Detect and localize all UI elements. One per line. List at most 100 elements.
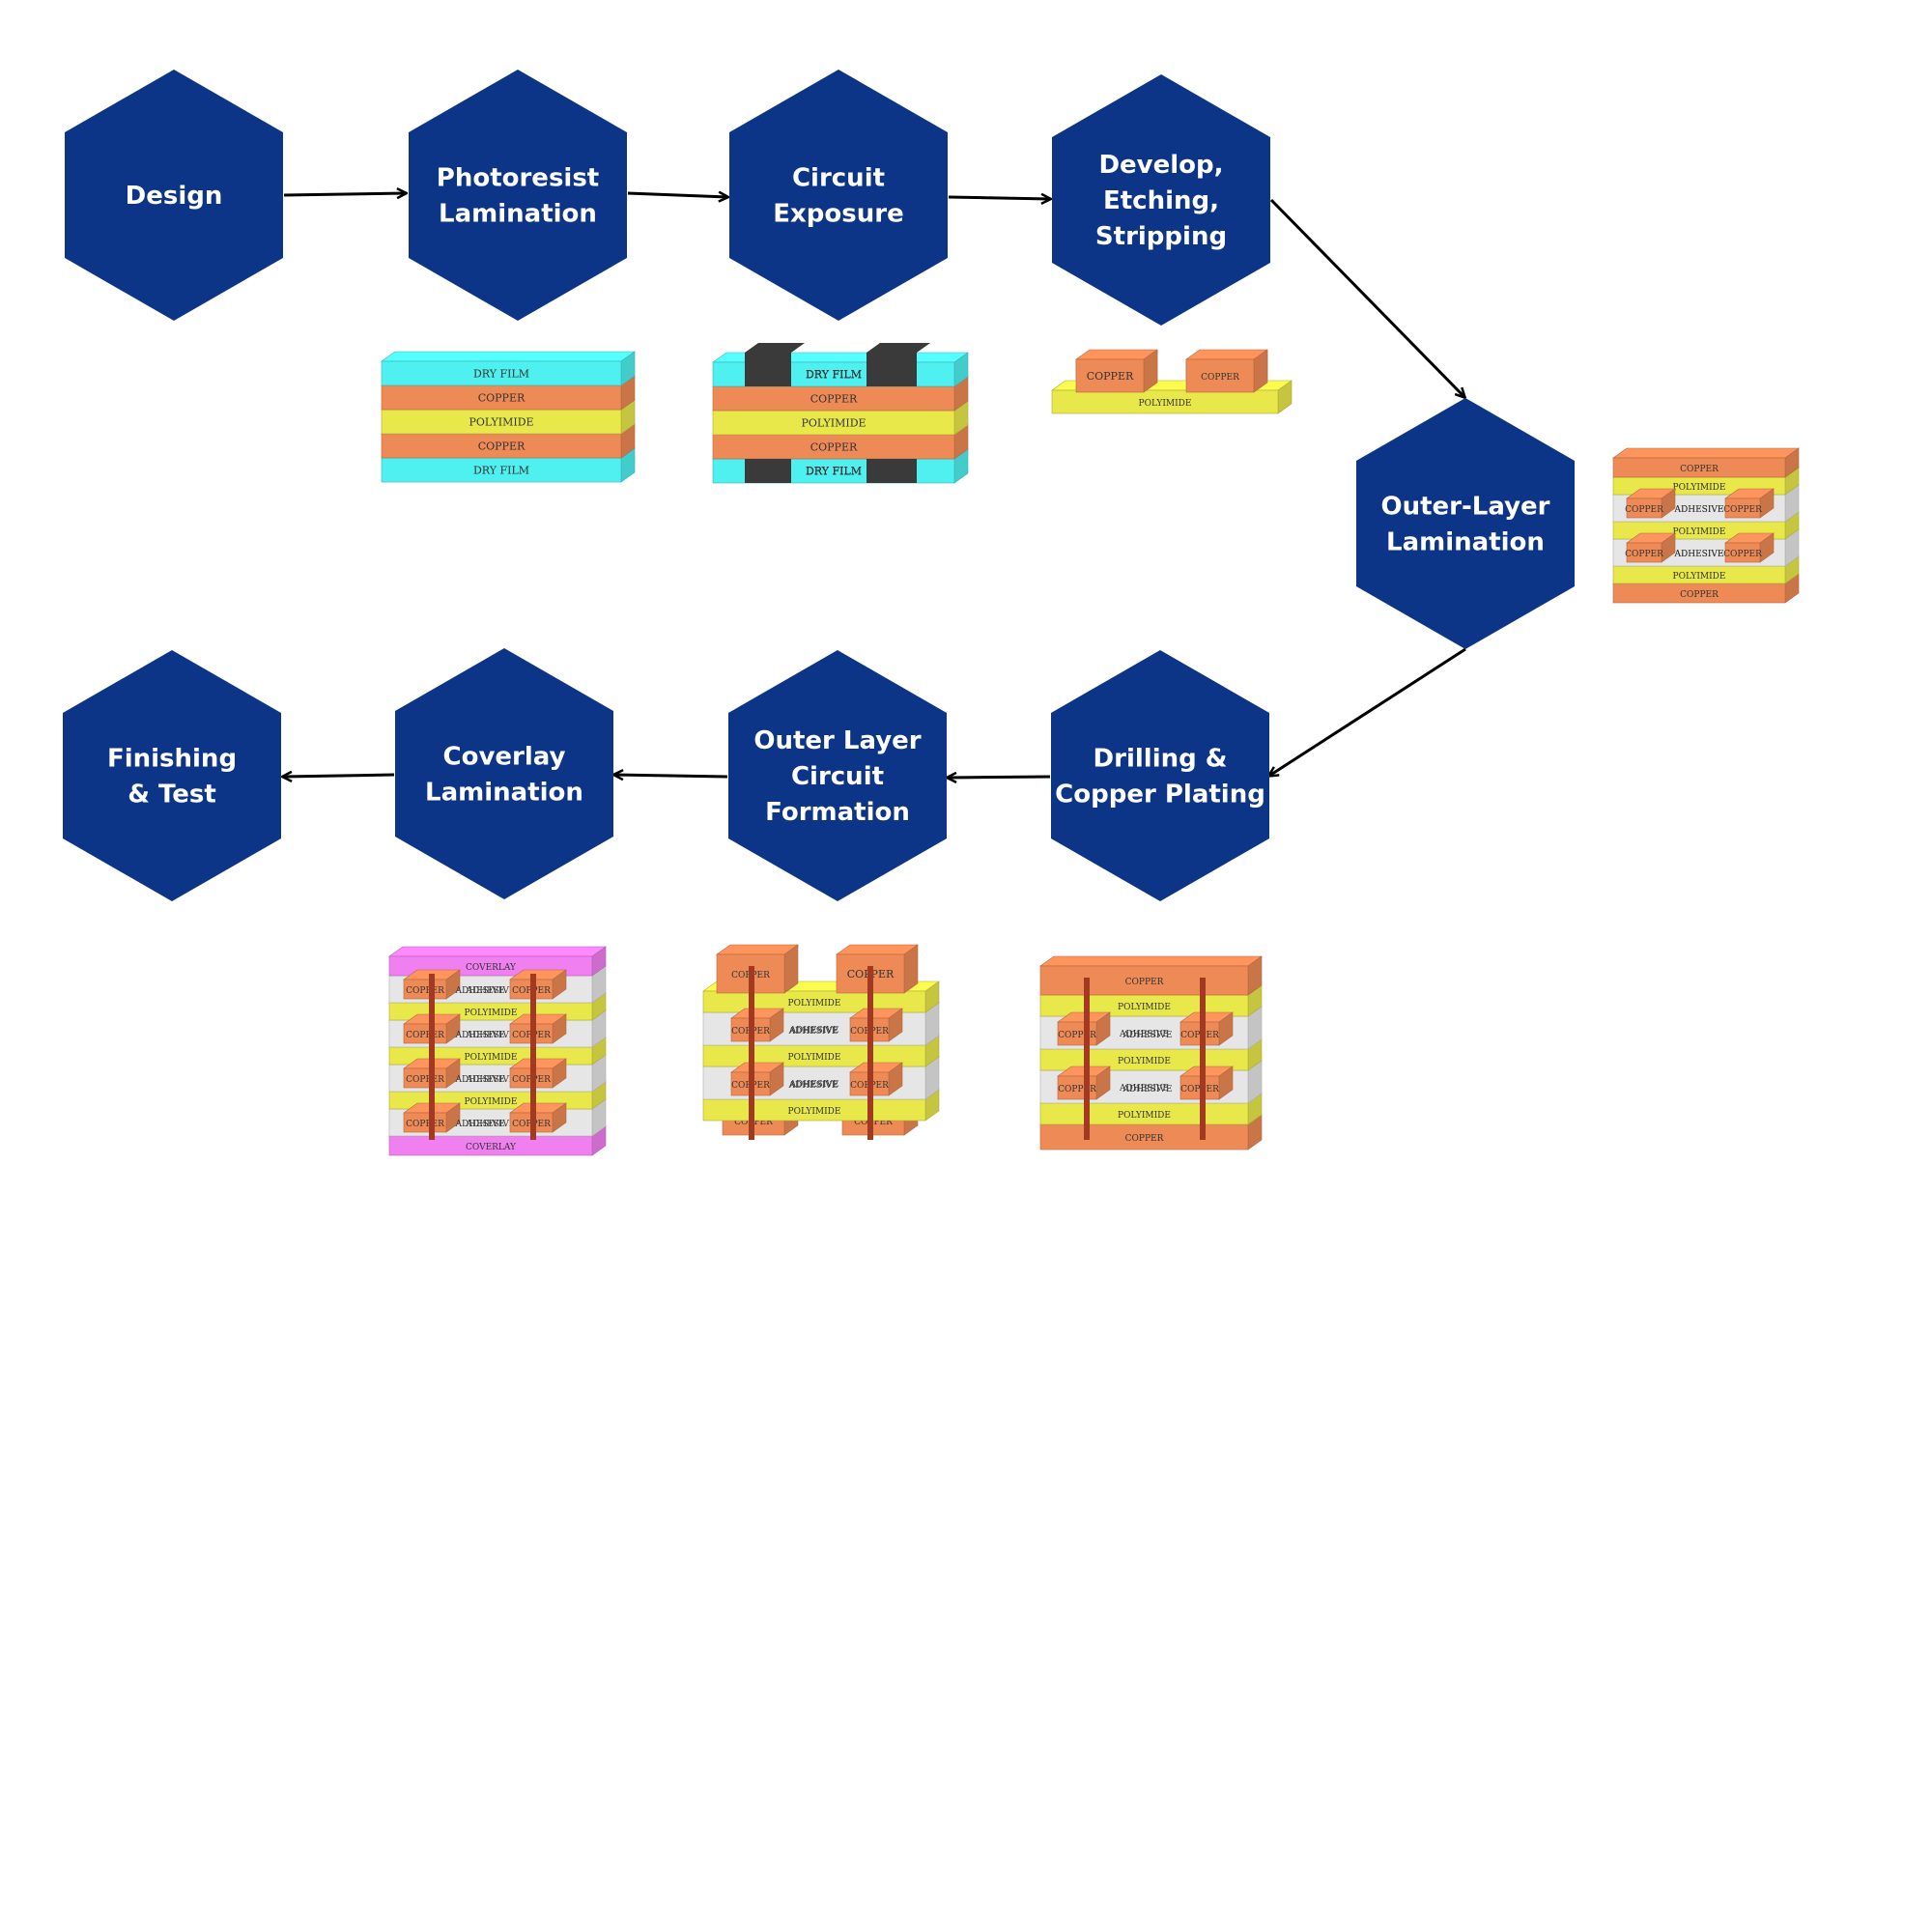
layer-top-face xyxy=(381,351,636,362)
layer-label: POLYIMIDE xyxy=(1673,483,1726,493)
layer-label: COPPER xyxy=(406,1031,444,1040)
layer-label: COPPER xyxy=(854,1118,893,1127)
step-label: Circuit xyxy=(791,762,884,791)
copper-trace: COPPER xyxy=(509,1058,567,1089)
plated-via xyxy=(429,974,435,1140)
copper-trace: COPPER xyxy=(1075,349,1158,393)
layer-label: COPPER xyxy=(1625,505,1663,515)
layer-front-face xyxy=(1039,1123,1249,1151)
flow-arrow xyxy=(1269,198,1464,397)
flow-arrow xyxy=(1269,647,1466,776)
layer-front-face xyxy=(381,360,622,386)
layer-label: ADHESIVE xyxy=(455,1120,505,1129)
layer-label: COPPER xyxy=(1625,550,1663,559)
layer-front-face xyxy=(1057,1075,1097,1100)
layer-label: COPPER xyxy=(1723,550,1762,559)
layer-front-face xyxy=(1075,358,1145,393)
flow-arrow xyxy=(283,775,395,777)
copper-trace: COPPER xyxy=(1057,1065,1111,1100)
layer-label: COPPER xyxy=(1058,1031,1096,1040)
layer-label: DRY FILM xyxy=(806,368,862,381)
hexagon-shape xyxy=(409,70,627,321)
layer-label: POLYIMIDE xyxy=(465,1097,518,1107)
layer-front-face xyxy=(712,434,955,460)
copper-trace: COPPER xyxy=(509,969,567,1000)
layer-label: COPPER xyxy=(406,986,444,996)
copper-trace: COPPER xyxy=(836,944,919,994)
layer-label: POLYIMIDE xyxy=(1673,572,1726,582)
layer-block: COPPER xyxy=(1612,447,1800,478)
layer-front-face xyxy=(381,433,622,459)
plated-via xyxy=(749,966,754,1140)
plated-via xyxy=(1084,978,1090,1140)
layer-label: DRY FILM xyxy=(806,465,862,477)
layer-label: POLYIMIDE xyxy=(801,417,866,430)
layer-top-face xyxy=(1075,349,1158,360)
step-label: Outer Layer xyxy=(753,726,921,755)
plated-via xyxy=(867,966,873,1140)
layer-label: ADHESIVE xyxy=(466,986,516,996)
copper-trace: COPPER xyxy=(1625,488,1676,519)
step-label: Photoresist xyxy=(437,164,599,193)
flow-arrow xyxy=(614,775,728,777)
copper-trace: COPPER xyxy=(509,1013,567,1044)
layer-label: COPPER xyxy=(1201,373,1239,383)
layer-label: ADHESIVE xyxy=(788,1027,838,1037)
layer-label: COPPER xyxy=(1723,505,1762,515)
process-steps: DesignPhotoresistLaminationCircuitExposu… xyxy=(63,70,1575,901)
layer-label: DRY FILM xyxy=(473,465,529,477)
layer-label: ADHESIVE xyxy=(1674,505,1724,515)
layer-front-face xyxy=(381,457,622,483)
step-drilling-copper-plating: Drilling & Copper Plating xyxy=(1051,650,1269,901)
step-label: Copper Plating xyxy=(1055,781,1265,810)
layer-front-face xyxy=(1724,497,1761,519)
illustration-outer-lamination: COPPERPOLYIMIDEADHESIVEPOLYIMIDEADHESIVE… xyxy=(1612,447,1800,604)
step-label: Lamination xyxy=(425,779,583,808)
layer-front-face xyxy=(712,385,955,412)
copper-trace: COPPER xyxy=(1185,349,1268,393)
exposure-mask xyxy=(745,353,791,386)
illustration-coverlay: COVERLAY ADHESIVE POLYIMIDE ADHESIVE POLYIMI… xyxy=(388,946,607,1156)
layer-label: ADHESIVE xyxy=(466,1120,516,1129)
exposure-mask-top xyxy=(745,343,805,353)
layer-front-face xyxy=(1612,457,1786,478)
copper-trace: COPPER xyxy=(849,1008,903,1042)
copper-trace: COPPER xyxy=(403,1102,461,1133)
layer-label: ADHESIVE xyxy=(455,1075,505,1085)
layer-label: COVERLAY xyxy=(466,1143,517,1152)
hexagon-shape xyxy=(1052,74,1270,326)
layer-label: ADHESIVE xyxy=(1674,505,1724,515)
hexagon-shape xyxy=(395,648,613,899)
layer-label: ADHESIVE xyxy=(466,1075,516,1085)
flow-arrows xyxy=(283,193,1465,778)
layer-top-face xyxy=(1039,955,1263,967)
layer-label: COPPER xyxy=(1087,370,1134,383)
step-label: Exposure xyxy=(773,200,903,229)
layer-label: ADHESIVE xyxy=(1122,1085,1173,1094)
layer-front-face xyxy=(1626,497,1662,519)
layer-label: ADHESIVE xyxy=(789,1080,839,1090)
layer-label: POLYIMIDE xyxy=(788,1053,841,1063)
layer-label: ADHESIVE xyxy=(466,1031,516,1040)
layer-front-face xyxy=(1724,542,1761,563)
layer-label: ADHESIVE xyxy=(1119,1084,1169,1094)
plated-via xyxy=(530,974,536,1140)
layer-label: POLYIMIDE xyxy=(465,1053,518,1063)
layer-label: POLYIMIDE xyxy=(788,999,841,1009)
step-label: Design xyxy=(126,182,223,211)
layer-label: POLYIMIDE xyxy=(1118,1003,1171,1012)
layer-label: COVERLAY xyxy=(466,963,517,973)
layer-front-face xyxy=(403,1023,447,1044)
layer-label: ADHESIVE xyxy=(455,1031,505,1040)
step-label: Finishing xyxy=(107,745,237,774)
step-finishing-test: Finishing& Test xyxy=(63,650,281,901)
step-label: Drilling & xyxy=(1094,745,1228,774)
copper-trace: COPPER xyxy=(849,1062,903,1096)
step-label: Circuit xyxy=(792,164,885,193)
